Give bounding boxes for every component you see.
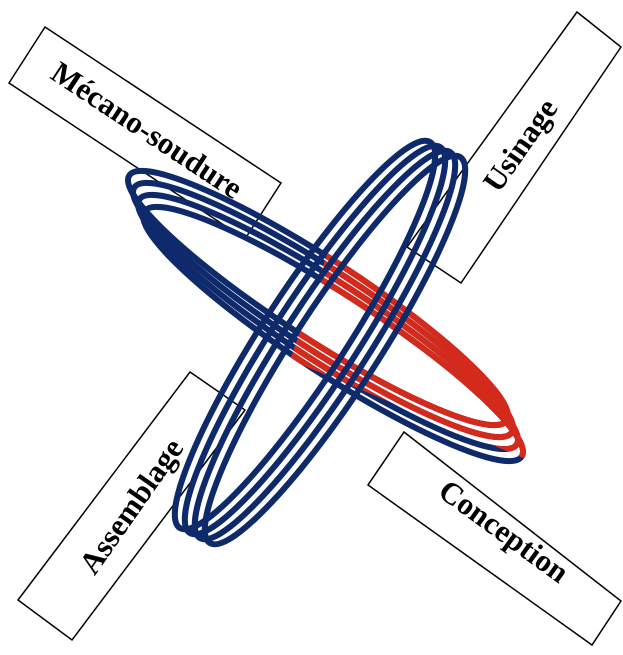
box-bottom-right: Conception	[368, 432, 621, 645]
